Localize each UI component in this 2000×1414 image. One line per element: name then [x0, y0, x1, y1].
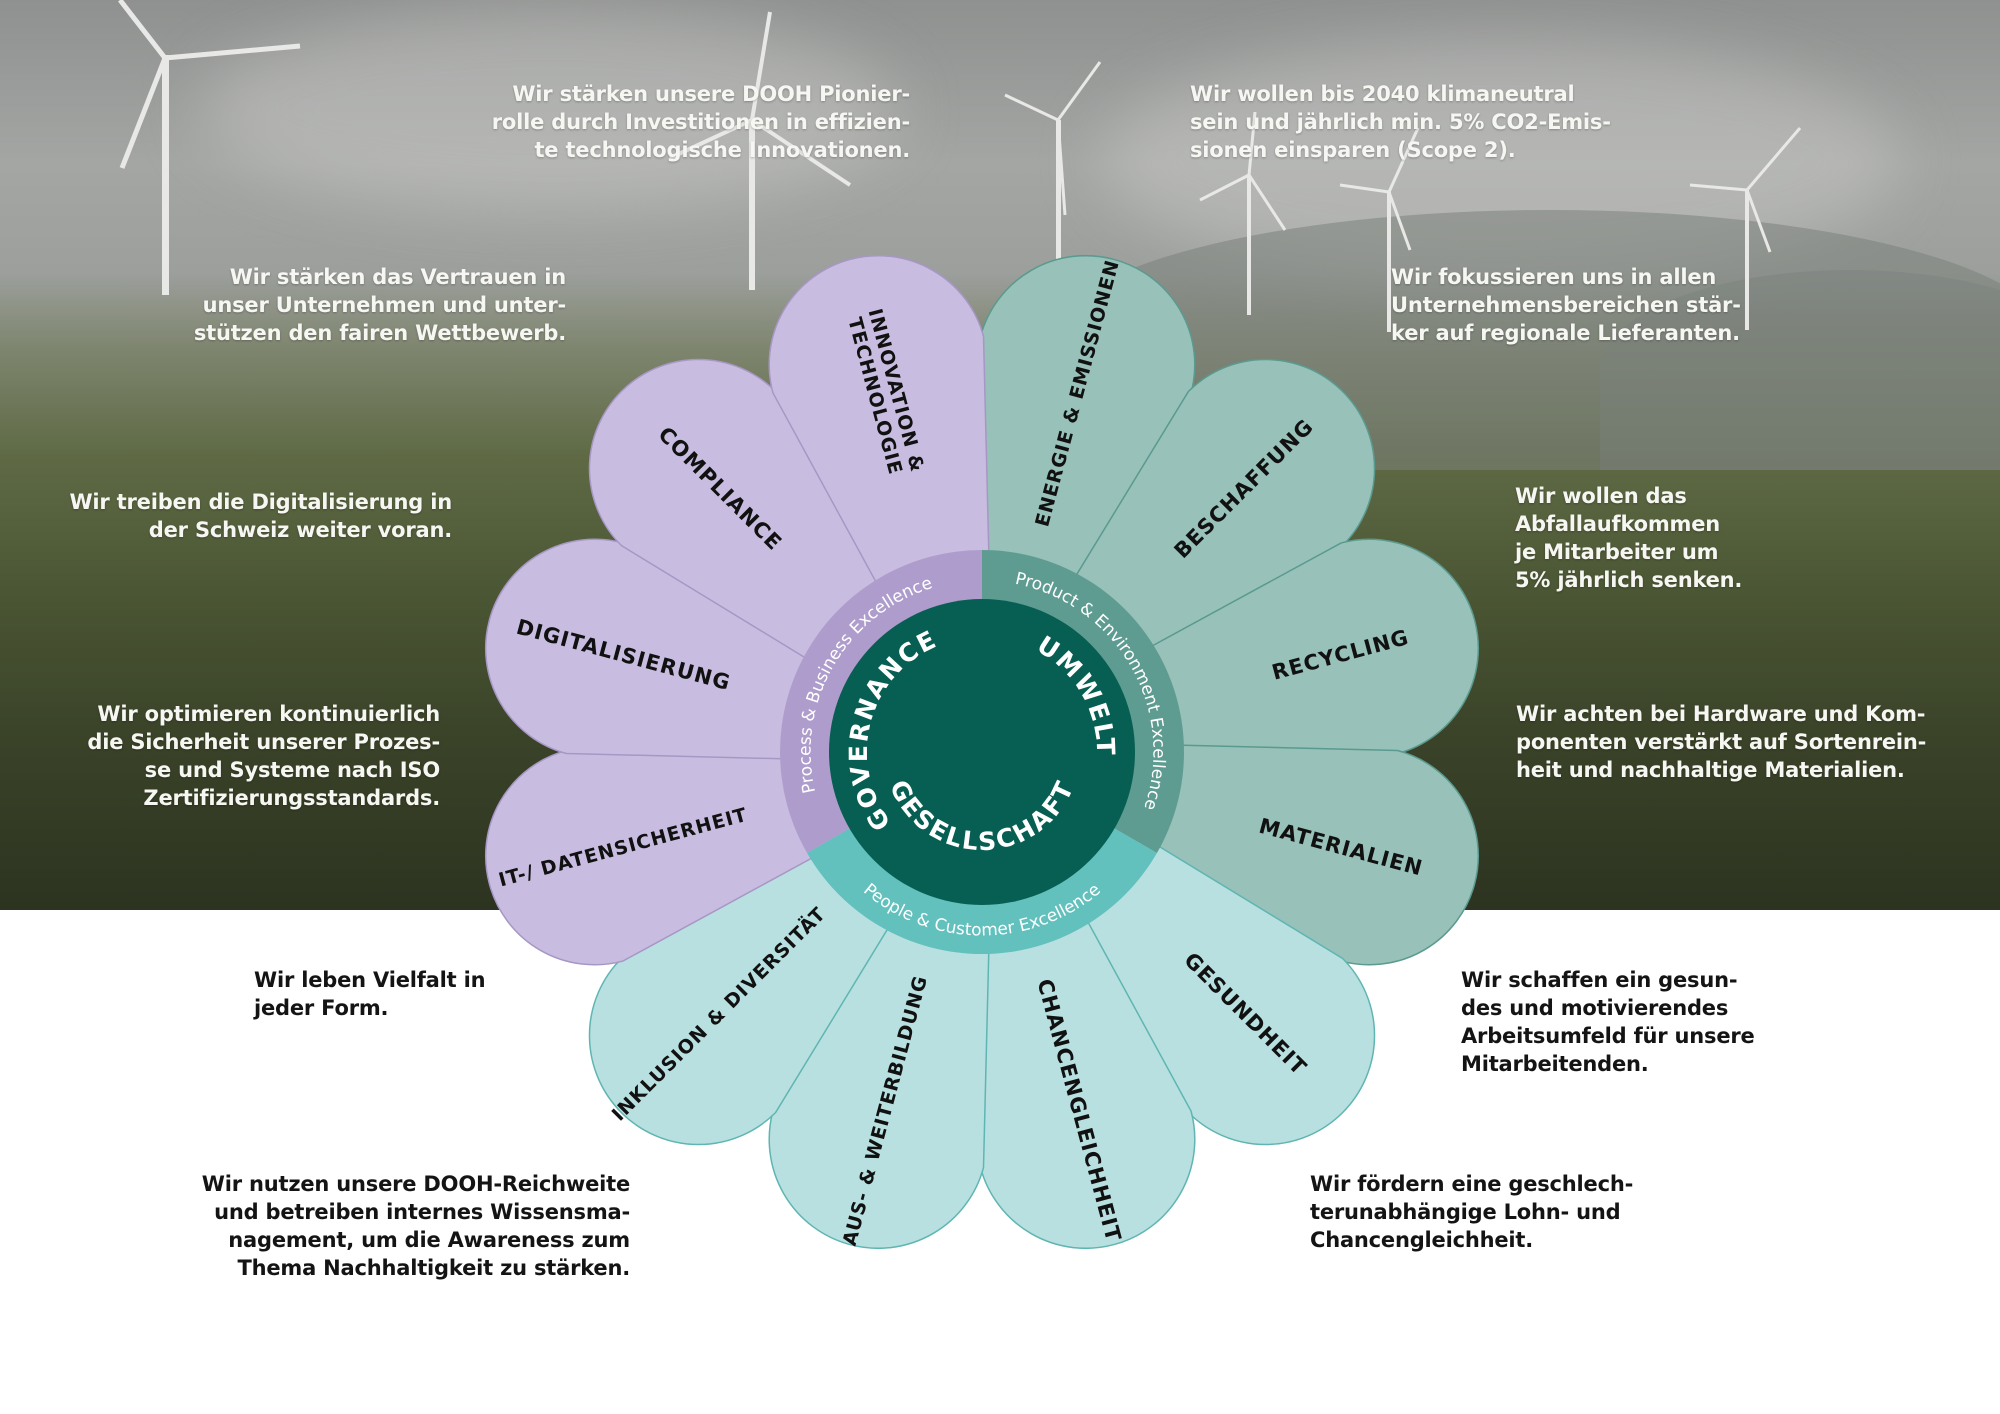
turbine-blade — [1745, 189, 1772, 253]
turbine-blade — [1056, 61, 1102, 121]
turbine-tower — [1247, 175, 1251, 315]
desc-compliance: Wir stärken das Vertrauen in unser Unter… — [193, 265, 566, 345]
desc-datensicherheit: Wir optimieren kontinuierlich die Sicher… — [87, 702, 440, 810]
desc-digitalisierung: Wir treiben die Digitalisierung in der S… — [69, 490, 452, 542]
turbine-tower — [1387, 192, 1391, 332]
turbine-blade — [119, 57, 168, 169]
ring-segment — [982, 550, 1184, 853]
cloud — [200, 10, 900, 210]
turbine-blade — [1387, 127, 1420, 193]
turbine-blade — [669, 118, 753, 160]
turbine-blade — [750, 118, 852, 187]
turbine-blade — [750, 11, 772, 121]
landscape-background — [0, 0, 2000, 910]
turbine-tower — [749, 120, 755, 290]
turbine-blade — [164, 43, 301, 61]
ring-segment — [780, 550, 982, 853]
turbine-blade — [1387, 191, 1412, 251]
turbine-tower — [162, 55, 169, 295]
turbine-blade — [1247, 111, 1257, 176]
mountain — [1600, 270, 2000, 470]
ring-segment — [807, 827, 1157, 954]
turbine-blade — [1689, 183, 1748, 192]
desc-recycling: Wir wollen das Abfallaufkommen je Mitarb… — [1515, 484, 1743, 592]
turbine-blade — [1339, 183, 1390, 194]
core-circle-shape — [829, 599, 1135, 905]
desc-chancengleichheit: Wir fördern eine geschlech- terunabhängi… — [1310, 1172, 1634, 1252]
desc-weiterbildung: Wir nutzen unsere DOOH-Reichweite und be… — [201, 1172, 630, 1280]
turbine-tower — [1745, 190, 1749, 330]
turbine-blade — [1199, 173, 1250, 202]
desc-gesundheit: Wir schaffen ein gesun- des und motivier… — [1461, 968, 1755, 1076]
turbine-blade — [118, 0, 167, 60]
turbine-blade — [1247, 174, 1287, 231]
desc-innovation: Wir stärken unsere DOOH Pionier- rolle d… — [491, 82, 910, 162]
wind-turbines — [118, 0, 1802, 340]
desc-inklusion: Wir leben Vielfalt in jeder Form. — [254, 968, 486, 1020]
desc-beschaffung: Wir fokussieren uns in allen Unternehmen… — [1391, 265, 1741, 345]
turbine-blade — [1004, 93, 1059, 122]
turbine-blade — [1745, 127, 1802, 191]
turbine-blade — [1056, 119, 1067, 216]
desc-energie: Wir wollen bis 2040 klimaneutral sein un… — [1190, 82, 1611, 162]
turbine-tower — [1056, 120, 1061, 340]
desc-materialien: Wir achten bei Hardware und Kom- ponente… — [1516, 702, 1927, 782]
